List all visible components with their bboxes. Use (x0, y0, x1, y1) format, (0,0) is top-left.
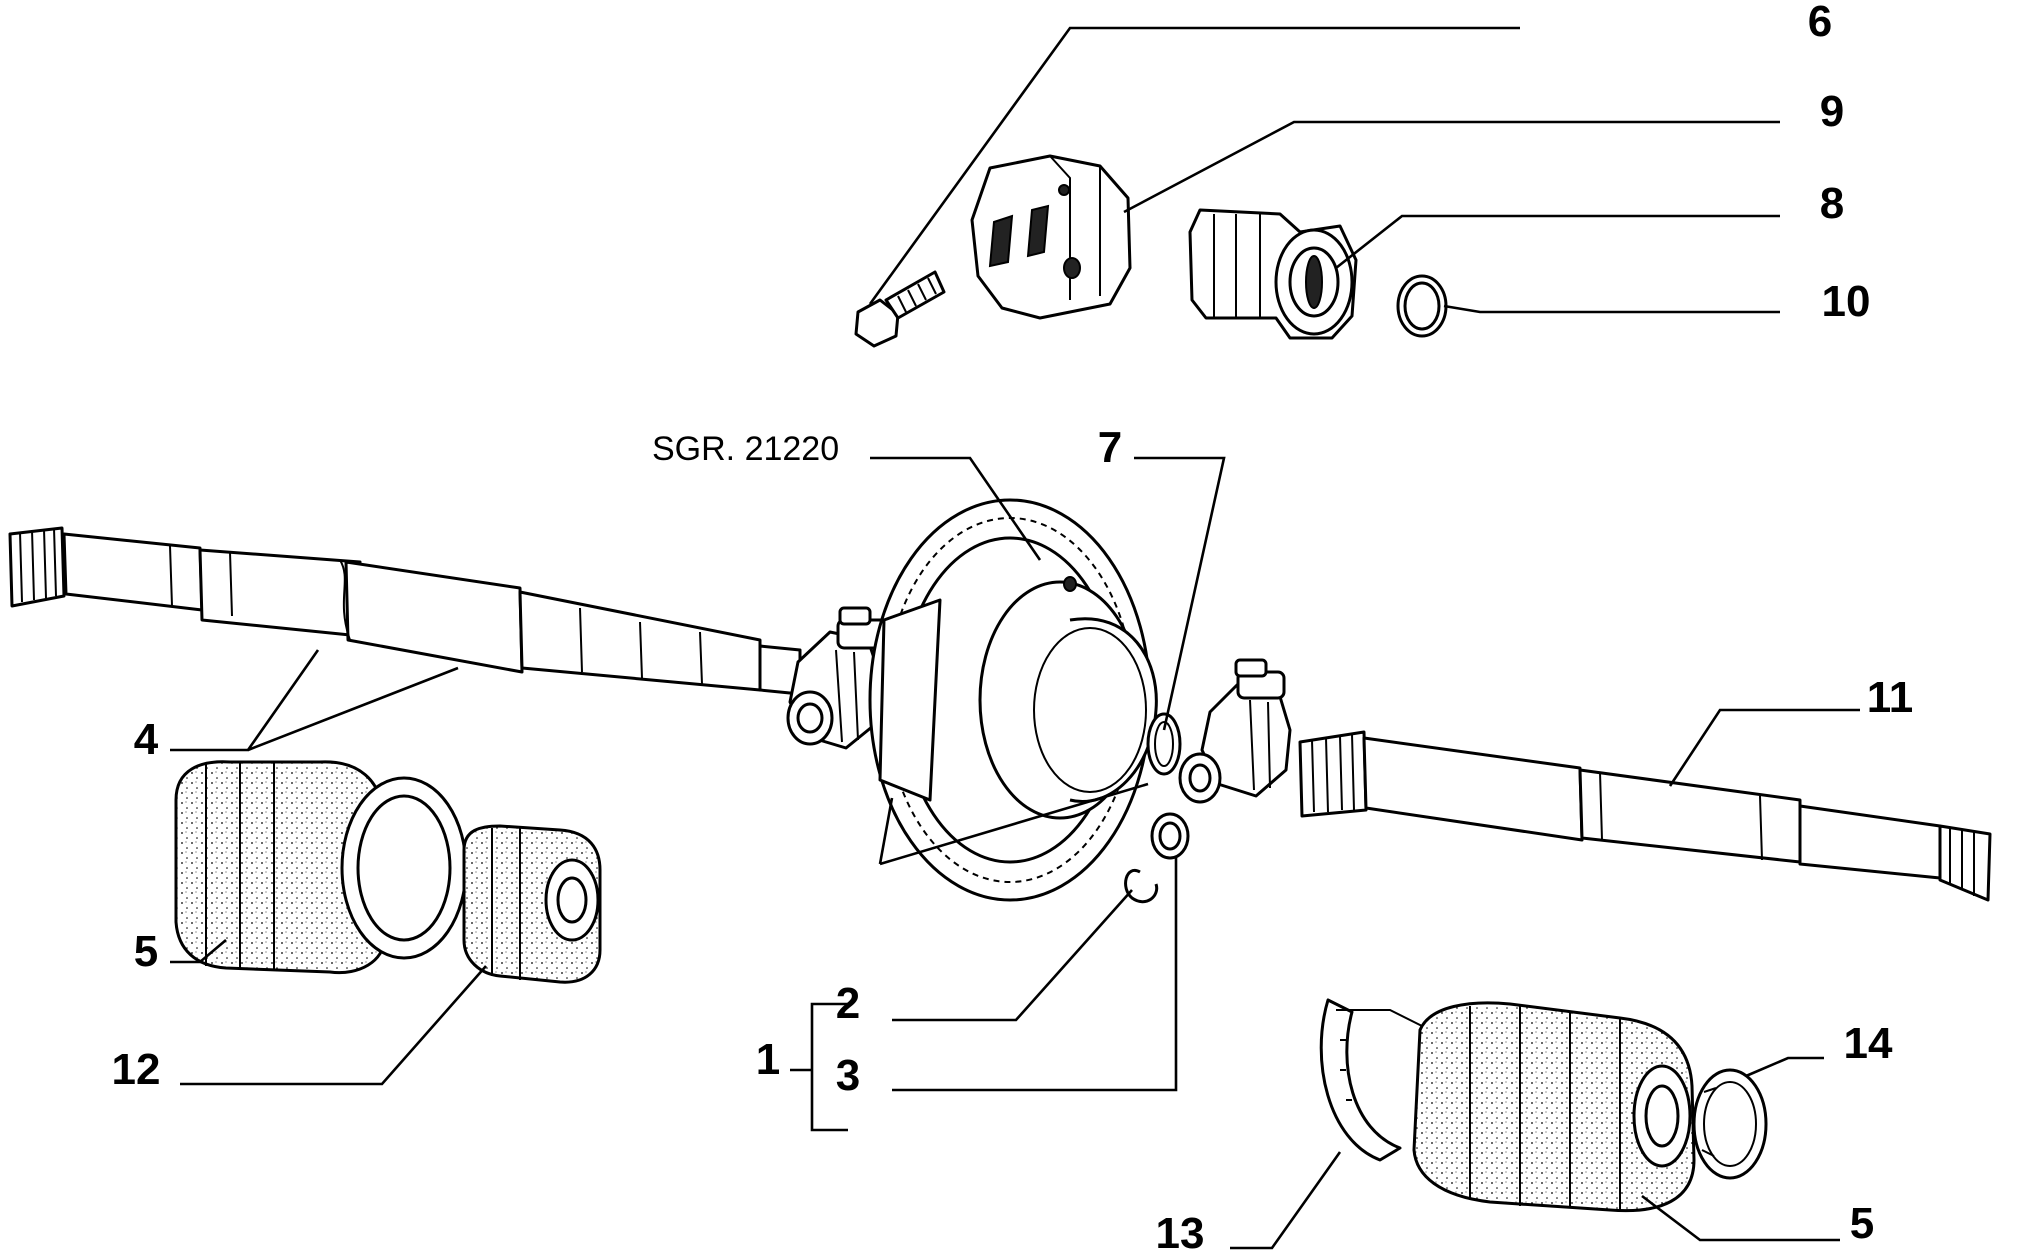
callout-2: 2 (836, 979, 860, 1028)
right-shaft-part-11 (1298, 730, 1992, 902)
bolt-part-6 (854, 270, 946, 348)
callout-14: 14 (1844, 1019, 1893, 1068)
snap-ring-part-2 (1124, 868, 1159, 904)
callout-6: 6 (1808, 0, 1832, 46)
callout-5-left: 5 (134, 927, 158, 976)
callout-11: 11 (1867, 673, 1914, 722)
boot-part-5-right (1412, 1001, 1696, 1213)
clamp-part-13 (1319, 998, 1431, 1162)
callout-12: 12 (112, 1045, 161, 1094)
bearing-part-8 (1188, 208, 1358, 340)
callout-5-right: 5 (1850, 1199, 1874, 1248)
reference-label: SGR. 21220 (652, 430, 839, 468)
clamp-part-14 (1692, 1068, 1768, 1180)
callout-7: 7 (1098, 423, 1122, 472)
left-shaft-part-4 (8, 526, 802, 696)
callout-9: 9 (1820, 87, 1844, 136)
bush-part-3 (1150, 812, 1190, 860)
leader-lines (170, 26, 1860, 1250)
boot-part-12-left (462, 824, 602, 984)
callout-4: 4 (134, 715, 159, 764)
callout-8: 8 (1820, 179, 1844, 228)
callout-3: 3 (836, 1051, 860, 1100)
housing-part-9 (970, 154, 1132, 320)
callout-13: 13 (1156, 1209, 1205, 1252)
boot-part-5-left (174, 760, 468, 975)
callout-10: 10 (1822, 277, 1871, 326)
ring-part-10 (1396, 274, 1448, 338)
circlip-part-7 (1146, 712, 1182, 776)
crown-wheel (868, 498, 1158, 902)
right-side-gear (1178, 658, 1292, 804)
callout-1: 1 (756, 1035, 780, 1084)
